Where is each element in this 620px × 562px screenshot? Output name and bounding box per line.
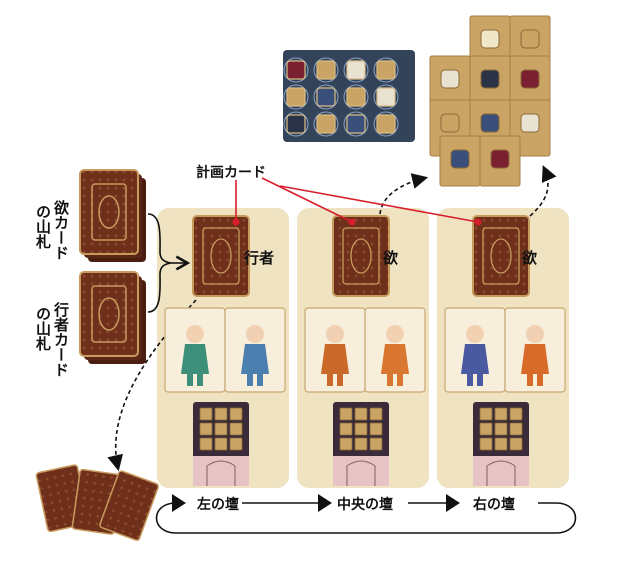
board-tile xyxy=(343,84,369,110)
board-tile xyxy=(283,84,309,110)
altar-card-0 xyxy=(193,402,249,486)
board-tile xyxy=(373,57,399,83)
plan-card-0 xyxy=(192,215,250,297)
altar-right-label: 右の壇 xyxy=(470,494,518,514)
column-right-card-label: 欲 xyxy=(522,249,538,267)
board-tile xyxy=(313,111,339,137)
discard-pile xyxy=(35,464,159,541)
stack-tile xyxy=(429,55,471,113)
stack-tile xyxy=(469,55,511,113)
game-board xyxy=(283,50,415,142)
column-center-card-label: 欲 xyxy=(383,249,399,267)
traveler-deck-label-line2: の山札 xyxy=(34,306,52,351)
board-tile xyxy=(313,57,339,83)
altar-center-label: 中央の壇 xyxy=(334,494,396,514)
character-card-0-b xyxy=(224,307,286,393)
altar-flow xyxy=(155,494,577,534)
stack-tile xyxy=(479,135,521,187)
desire-deck-label-line2: の山札 xyxy=(34,204,52,249)
column-left-card-label: 行者 xyxy=(244,249,275,267)
board-tile xyxy=(373,84,399,110)
board-tile xyxy=(343,111,369,137)
desire-deck-label-line1: 欲カード xyxy=(52,200,70,260)
board-tile xyxy=(283,57,309,83)
plan-card-label: 計画カード xyxy=(196,165,266,181)
board-tile xyxy=(313,84,339,110)
altar-card-1 xyxy=(333,402,389,486)
plan-card-1 xyxy=(332,215,390,297)
board-tile xyxy=(343,57,369,83)
plan-card-connectors xyxy=(232,177,482,226)
character-card-1-b xyxy=(364,307,426,393)
character-card-0-a xyxy=(164,307,226,393)
discard-arrow xyxy=(107,299,197,472)
traveler-deck xyxy=(79,271,146,364)
desire-deck xyxy=(79,169,146,262)
right-to-tiles-arrow xyxy=(529,165,557,217)
traveler-deck-label-line1: 行者カード xyxy=(52,302,70,377)
altar-card-2 xyxy=(473,402,529,486)
stack-tile xyxy=(439,135,481,187)
board-tile xyxy=(373,111,399,137)
plan-card-2 xyxy=(472,215,530,297)
character-card-1-a xyxy=(304,307,366,393)
board-tile xyxy=(283,111,309,137)
character-card-2-b xyxy=(504,307,566,393)
tile-stack xyxy=(429,15,551,187)
character-card-2-a xyxy=(444,307,506,393)
altar-left-label: 左の壇 xyxy=(194,494,242,514)
